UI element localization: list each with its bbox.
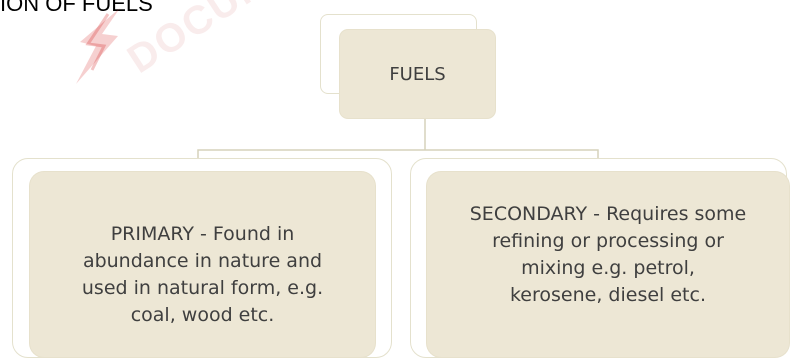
secondary-node-text: SECONDARY - Requires some refining or pr… — [470, 201, 746, 329]
secondary-node: SECONDARY - Requires some refining or pr… — [427, 172, 789, 357]
root-node-label: FUELS — [389, 63, 446, 85]
primary-line-3: used in natural form, e.g. — [81, 276, 324, 299]
root-node: FUELS — [340, 30, 495, 118]
secondary-line-4: kerosene, diesel etc. — [509, 283, 706, 306]
primary-node: PRIMARY - Found in abundance in nature a… — [30, 172, 375, 357]
primary-node-text: PRIMARY - Found in abundance in nature a… — [82, 201, 323, 329]
primary-line-1: PRIMARY - Found in — [110, 222, 295, 245]
secondary-line-3: mixing e.g. petrol, — [521, 256, 695, 279]
primary-line-2: abundance in nature and — [82, 249, 323, 272]
secondary-line-2: refining or processing or — [492, 229, 724, 252]
section-heading: ION OF FUELS — [0, 0, 153, 16]
secondary-line-1: SECONDARY - Requires some — [469, 202, 747, 225]
primary-line-4: coal, wood etc. — [130, 303, 275, 326]
tree-connector — [197, 118, 599, 158]
